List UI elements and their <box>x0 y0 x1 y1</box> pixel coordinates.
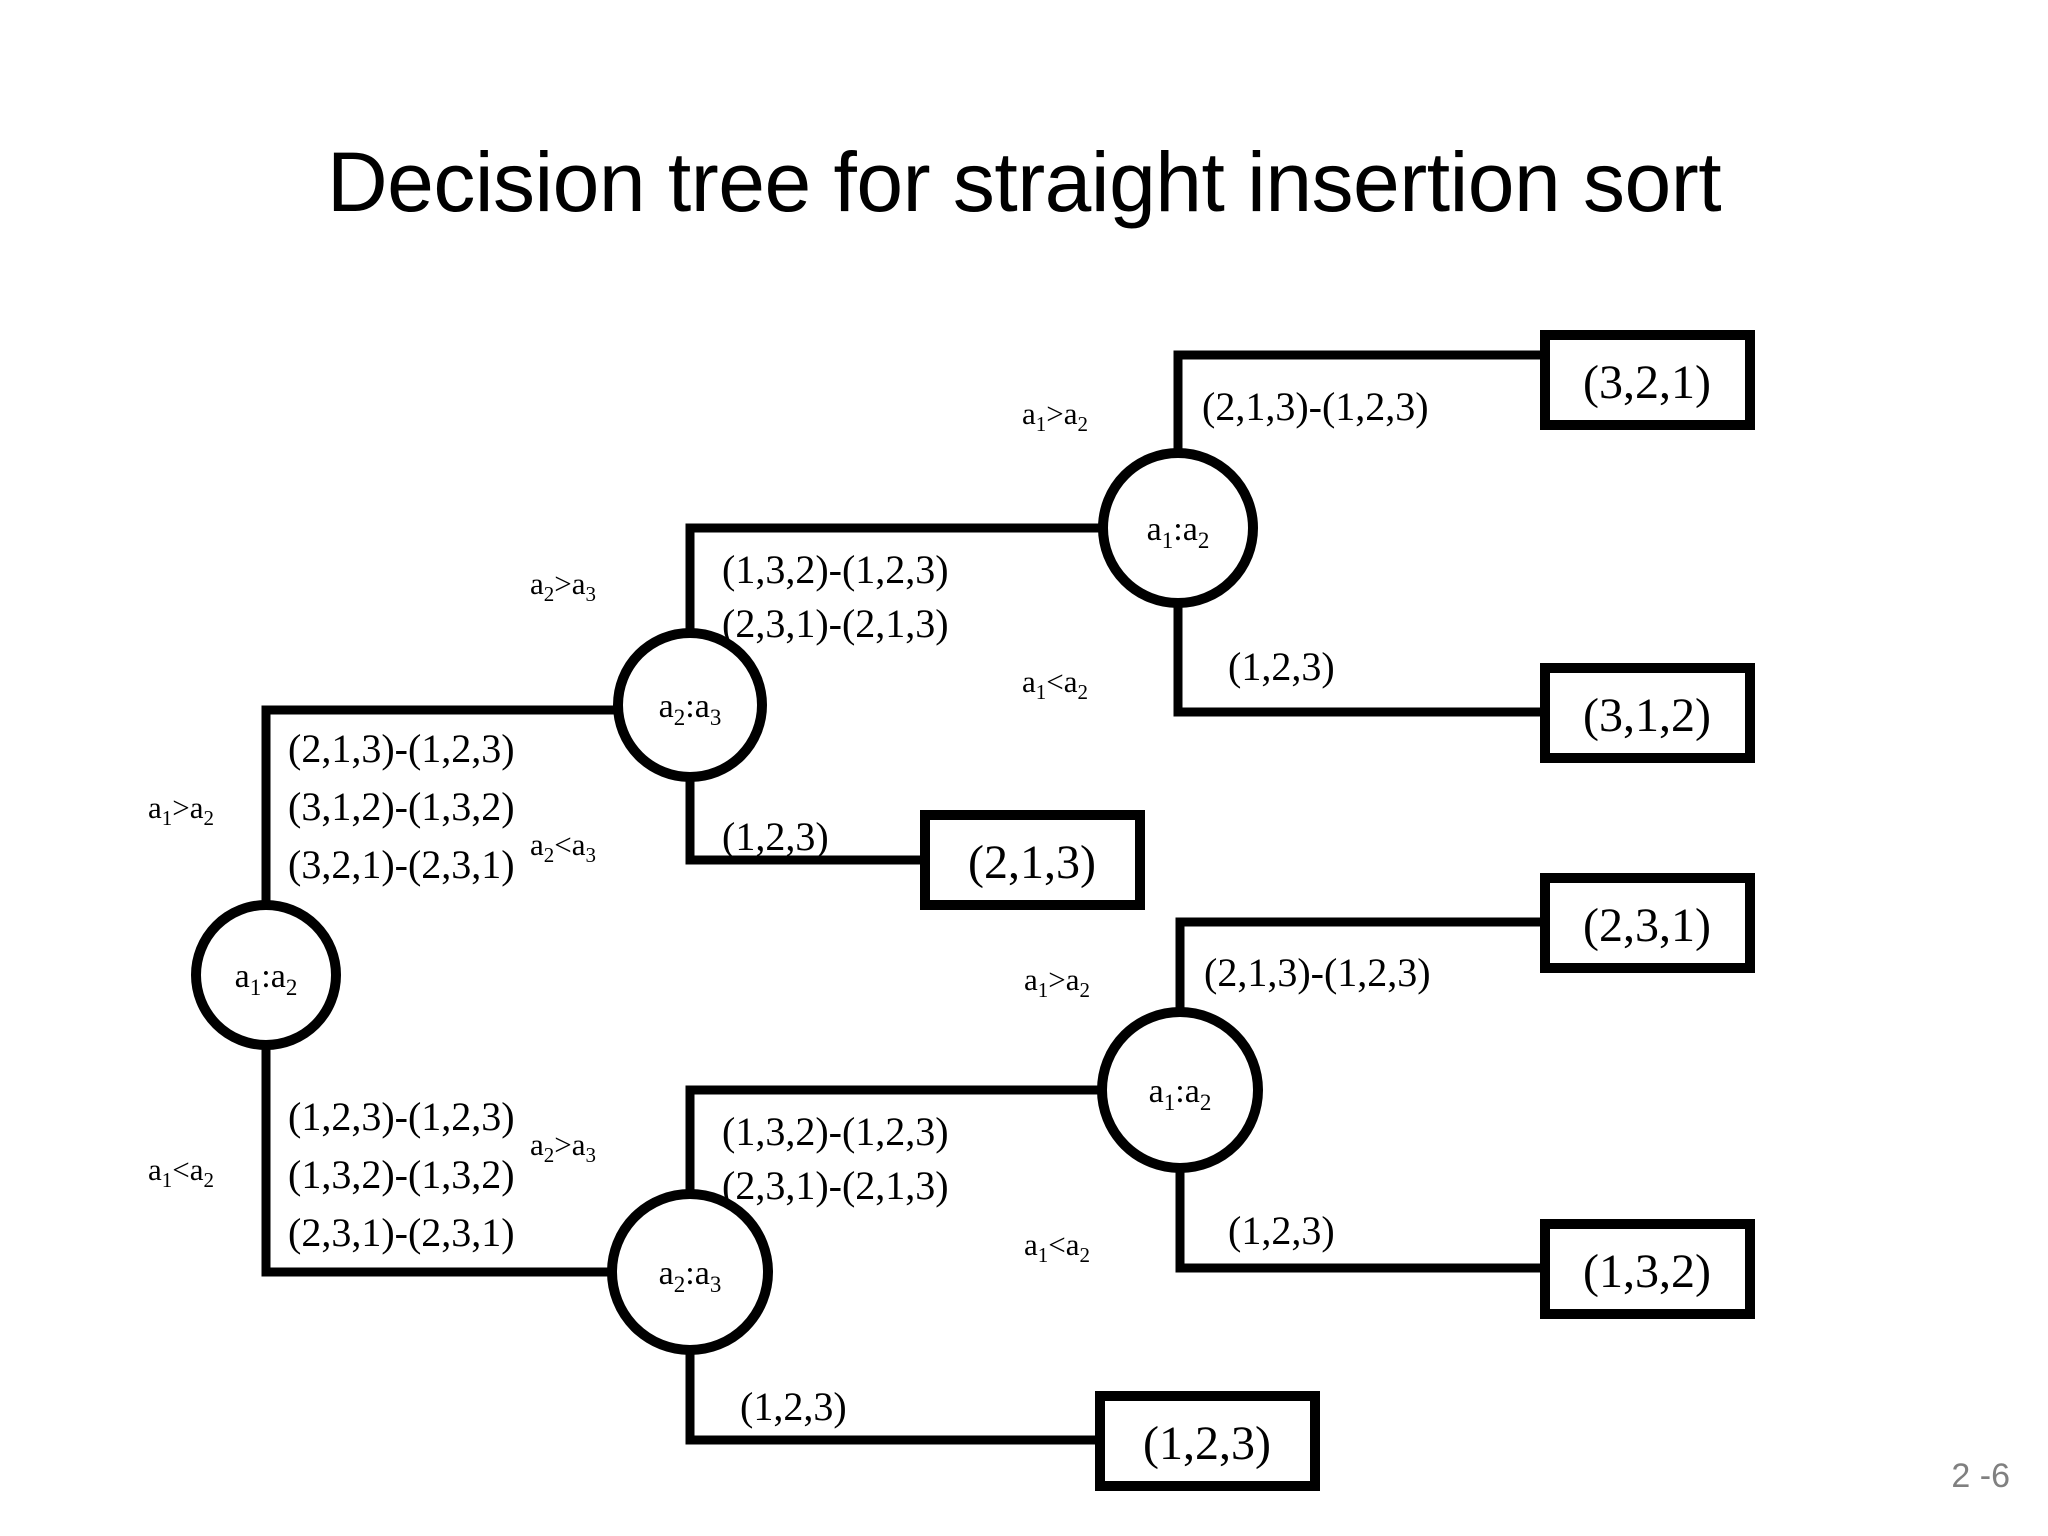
link-upper-right-up <box>1173 350 1545 453</box>
link-lower-right-up <box>1175 917 1545 1012</box>
node-root-circle[interactable] <box>191 900 341 1050</box>
leaf-321-box[interactable] <box>1540 330 1755 430</box>
edge-label-lower-right-down: a1<a2 <box>1024 1227 1090 1267</box>
node-upper-right-circle[interactable] <box>1098 448 1258 608</box>
link-lower-mid-down <box>685 1350 1100 1445</box>
leaf-231-box[interactable] <box>1540 873 1755 973</box>
node-lower-right-label: a1:a2 <box>1149 1073 1212 1115</box>
annot-root-up-line2: (3,1,2)-(1,3,2) <box>288 784 515 829</box>
edge-label-root-up: a1>a2 <box>148 790 214 830</box>
node-lower-mid-circle[interactable] <box>607 1189 773 1355</box>
node-root[interactable]: a1:a2 <box>191 900 341 1050</box>
node-lower-right[interactable]: a1:a2 <box>1097 1007 1263 1173</box>
edge-label-lower-mid-up: a2>a3 <box>530 1127 596 1167</box>
annot-upper-mid-up-line1: (1,3,2)-(1,2,3) <box>722 547 949 592</box>
node-upper-mid-circle[interactable] <box>613 628 767 782</box>
edge-label-upper-right-up: a1>a2 <box>1022 396 1088 436</box>
annot-lower-mid-up-line1: (1,3,2)-(1,2,3) <box>722 1109 949 1154</box>
leaf-123-box[interactable] <box>1095 1391 1320 1491</box>
node-root-label: a1:a2 <box>235 958 298 1000</box>
annot-upper-right-up-line1: (2,1,3)-(1,2,3) <box>1202 384 1429 429</box>
annot-lower-right-up-line1: (2,1,3)-(1,2,3) <box>1204 950 1431 995</box>
node-upper-mid-label: a2:a3 <box>659 688 722 730</box>
leaf-312-label: (3,1,2) <box>1583 689 1711 742</box>
link-upper-mid-down <box>685 777 925 865</box>
annot-root-down-line1: (1,2,3)-(1,2,3) <box>288 1094 515 1139</box>
leaf-132-label: (1,3,2) <box>1583 1245 1711 1298</box>
page-number: 2 -6 <box>1951 1457 2010 1495</box>
edge-label-lower-right-up: a1>a2 <box>1024 962 1090 1002</box>
annot-root-down-line3: (2,3,1)-(2,3,1) <box>288 1210 515 1255</box>
node-upper-right-label: a1:a2 <box>1147 511 1210 553</box>
leaf-213[interactable]: (2,1,3) <box>920 810 1145 910</box>
leaf-123-label: (1,2,3) <box>1143 1417 1271 1470</box>
annot-root-up-line1: (2,1,3)-(1,2,3) <box>288 726 515 771</box>
annot-upper-right-down-line1: (1,2,3) <box>1228 644 1335 689</box>
leaf-213-box[interactable] <box>920 810 1145 910</box>
link-lower-mid-up <box>685 1085 1103 1194</box>
page-title: Decision tree for straight insertion sor… <box>326 135 1722 229</box>
annot-upper-mid-up-line2: (2,3,1)-(2,1,3) <box>722 601 949 646</box>
annot-lower-right-down-line1: (1,2,3) <box>1228 1208 1335 1253</box>
node-upper-right[interactable]: a1:a2 <box>1098 448 1258 608</box>
leaf-321-label: (3,2,1) <box>1583 356 1711 409</box>
leaf-321[interactable]: (3,2,1) <box>1540 330 1755 430</box>
link-root-down <box>261 1045 612 1277</box>
node-lower-mid-label: a2:a3 <box>659 1255 722 1297</box>
node-lower-mid[interactable]: a2:a3 <box>607 1189 773 1355</box>
edge-label-root-down: a1<a2 <box>148 1152 214 1192</box>
leaf-312-box[interactable] <box>1540 663 1755 763</box>
link-upper-mid-up <box>685 523 1103 633</box>
link-root-up <box>261 705 466 905</box>
annot-upper-mid-down-line1: (1,2,3) <box>722 814 829 859</box>
leaf-231[interactable]: (2,3,1) <box>1540 873 1755 973</box>
edge-label-upper-right-down: a1<a2 <box>1022 664 1088 704</box>
edge-label-upper-mid-down: a2<a3 <box>530 827 596 867</box>
edge-label-upper-mid-up: a2>a3 <box>530 566 596 606</box>
annot-lower-mid-up-line2: (2,3,1)-(2,1,3) <box>722 1163 949 1208</box>
leaf-123[interactable]: (1,2,3) <box>1095 1391 1320 1491</box>
link-lower-right-down <box>1175 1168 1545 1273</box>
node-upper-mid[interactable]: a2:a3 <box>613 628 767 782</box>
link-upper-right-down <box>1173 603 1545 717</box>
leaf-231-label: (2,3,1) <box>1583 899 1711 952</box>
leaf-132-box[interactable] <box>1540 1219 1755 1319</box>
annot-lower-mid-down-line1: (1,2,3) <box>740 1384 847 1429</box>
leaf-213-label: (2,1,3) <box>968 836 1096 889</box>
annot-root-up-line3: (3,2,1)-(2,3,1) <box>288 842 515 887</box>
leaf-132[interactable]: (1,3,2) <box>1540 1219 1755 1319</box>
node-lower-right-circle[interactable] <box>1097 1007 1263 1173</box>
annot-root-down-line2: (1,3,2)-(1,3,2) <box>288 1152 515 1197</box>
leaf-312[interactable]: (3,1,2) <box>1540 663 1755 763</box>
